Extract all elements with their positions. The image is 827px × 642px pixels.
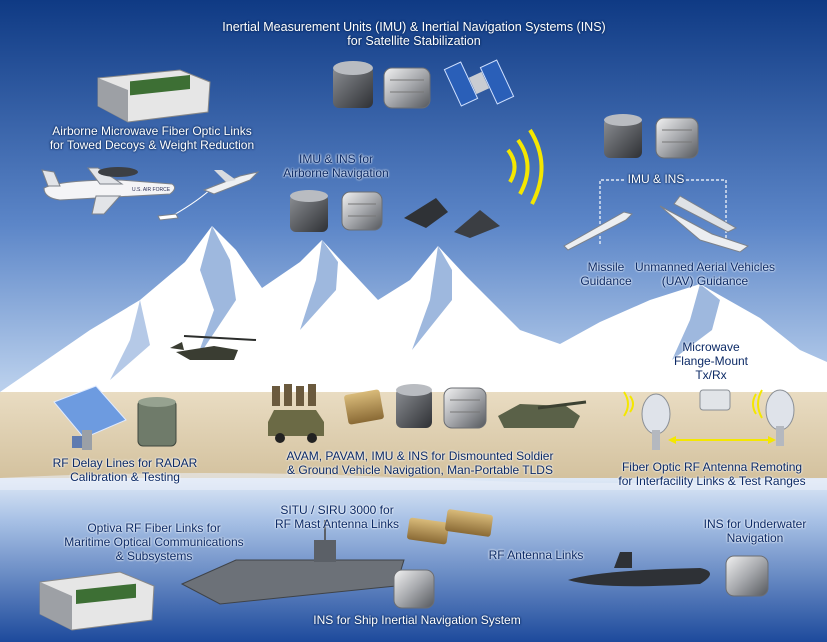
airborne-links-line-1: Airborne Microwave Fiber Optic Links	[52, 124, 252, 138]
avam-line-2: & Ground Vehicle Navigation, Man-Portabl…	[287, 463, 553, 477]
imu-ins-text: IMU & INS	[627, 172, 685, 186]
missile-line-2: Guidance	[580, 274, 632, 288]
ins-box-underwater	[725, 555, 769, 597]
antenna-dish-right-icon	[765, 389, 795, 446]
ins-box-1	[383, 67, 431, 109]
microwave-line-1: Microwave	[682, 340, 740, 354]
title-line-1: Inertial Measurement Units (IMU) & Inert…	[222, 20, 606, 34]
imu-canister-2	[290, 190, 328, 232]
soldiers-icon	[272, 384, 316, 406]
underwater-line-1: INS for Underwater	[703, 517, 807, 531]
optiva-line-2: Maritime Optical Communications	[64, 535, 244, 549]
ins-box-3	[655, 117, 699, 159]
fiber-antenna-line-2: for Interfacility Links & Test Ranges	[618, 474, 806, 488]
fiber-link-rack-unit	[97, 69, 211, 123]
airborne-links-line-2: for Towed Decoys & Weight Reduction	[49, 138, 255, 152]
ship-ins-text: INS for Ship Inertial Navigation System	[313, 613, 521, 627]
radar-panel-icon	[53, 385, 127, 450]
rf-delay-line-1: RF Delay Lines for RADAR	[52, 456, 198, 470]
rf-antenna-links-text: RF Antenna Links	[488, 548, 584, 562]
optiva-line-1: Optiva RF Fiber Links for	[87, 521, 221, 535]
uav-line-2: (UAV) Guidance	[661, 274, 749, 288]
ins-box-ship	[393, 569, 435, 609]
towed-decoy-icon	[157, 213, 179, 221]
situ-line-1: SITU / SIRU 3000 for	[280, 503, 394, 517]
microwave-line-2: Flange-Mount	[673, 354, 749, 368]
airborne-nav-line-1: IMU & INS for	[298, 152, 373, 166]
missile-icon	[563, 211, 633, 251]
fiber-link-arrow	[668, 436, 776, 444]
uav-icon	[659, 195, 750, 253]
optiva-line-3: & Subsystems	[115, 549, 193, 563]
airborne-nav-label: IMU & INS for Airborne Navigation	[268, 152, 404, 180]
ins-box-2	[341, 191, 383, 231]
rf-delay-unit-icon	[137, 397, 177, 447]
stealth-aircraft-icon-1	[404, 198, 448, 228]
fighter-jet-icon	[202, 170, 260, 195]
fiber-antenna-line-1: Fiber Optic RF Antenna Remoting	[621, 460, 803, 474]
fiber-antenna-label: Fiber Optic RF Antenna Remoting for Inte…	[606, 460, 818, 488]
humvee-icon	[268, 410, 324, 443]
ins-box-4	[443, 387, 487, 429]
missile-line-1: Missile	[587, 260, 625, 274]
submarine-icon	[568, 552, 710, 587]
rf-delay-label: RF Delay Lines for RADAR Calibration & T…	[30, 456, 220, 484]
airborne-links-label: Airborne Microwave Fiber Optic Links for…	[22, 124, 282, 152]
uav-line-1: Unmanned Aerial Vehicles	[634, 260, 776, 274]
satellite-icon	[443, 59, 515, 107]
page-title: Inertial Measurement Units (IMU) & Inert…	[183, 20, 645, 48]
title-line-2: for Satellite Stabilization	[347, 34, 481, 48]
imu-canister-1	[333, 61, 373, 108]
situ-unit-1-icon	[407, 517, 449, 545]
tank-icon	[498, 400, 587, 428]
imu-ins-label: IMU & INS	[616, 172, 696, 186]
microwave-tx-rx-module-icon	[699, 389, 731, 411]
aircraft-marking: U.S. AIR FORCE	[132, 187, 171, 193]
antenna-waves-icon	[623, 389, 763, 419]
underwater-label: INS for Underwater Navigation	[690, 517, 820, 545]
antenna-dish-left-icon	[641, 393, 671, 450]
awacs-aircraft-icon: U.S. AIR FORCE	[41, 167, 176, 215]
situ-unit-2-icon	[445, 509, 493, 537]
airborne-nav-line-2: Airborne Navigation	[283, 166, 389, 180]
microwave-label: Microwave Flange-Mount Tx/Rx	[656, 340, 766, 382]
microwave-line-3: Tx/Rx	[695, 368, 727, 382]
avam-line-1: AVAM, PAVAM, IMU & INS for Dismounted So…	[286, 449, 554, 463]
rf-delay-line-2: Calibration & Testing	[70, 470, 180, 484]
ship-ins-label: INS for Ship Inertial Navigation System	[292, 613, 542, 627]
rf-antenna-links-label: RF Antenna Links	[476, 548, 596, 562]
situ-line-2: RF Mast Antenna Links	[274, 517, 400, 531]
uav-guidance-label: Unmanned Aerial Vehicles (UAV) Guidance	[630, 260, 780, 288]
soldier-navigation-device-icon	[344, 389, 384, 425]
avam-label: AVAM, PAVAM, IMU & INS for Dismounted So…	[262, 449, 578, 477]
situ-label: SITU / SIRU 3000 for RF Mast Antenna Lin…	[264, 503, 410, 531]
maritime-rack-unit	[39, 571, 155, 631]
radio-waves-icon	[506, 128, 544, 205]
optiva-label: Optiva RF Fiber Links for Maritime Optic…	[56, 521, 252, 563]
imu-canister-4	[396, 384, 432, 428]
helicopter-icon	[170, 335, 257, 360]
missile-guidance-label: Missile Guidance	[566, 260, 646, 288]
imu-canister-3	[604, 114, 642, 158]
underwater-line-2: Navigation	[726, 531, 784, 545]
stealth-aircraft-icon-2	[454, 210, 500, 238]
